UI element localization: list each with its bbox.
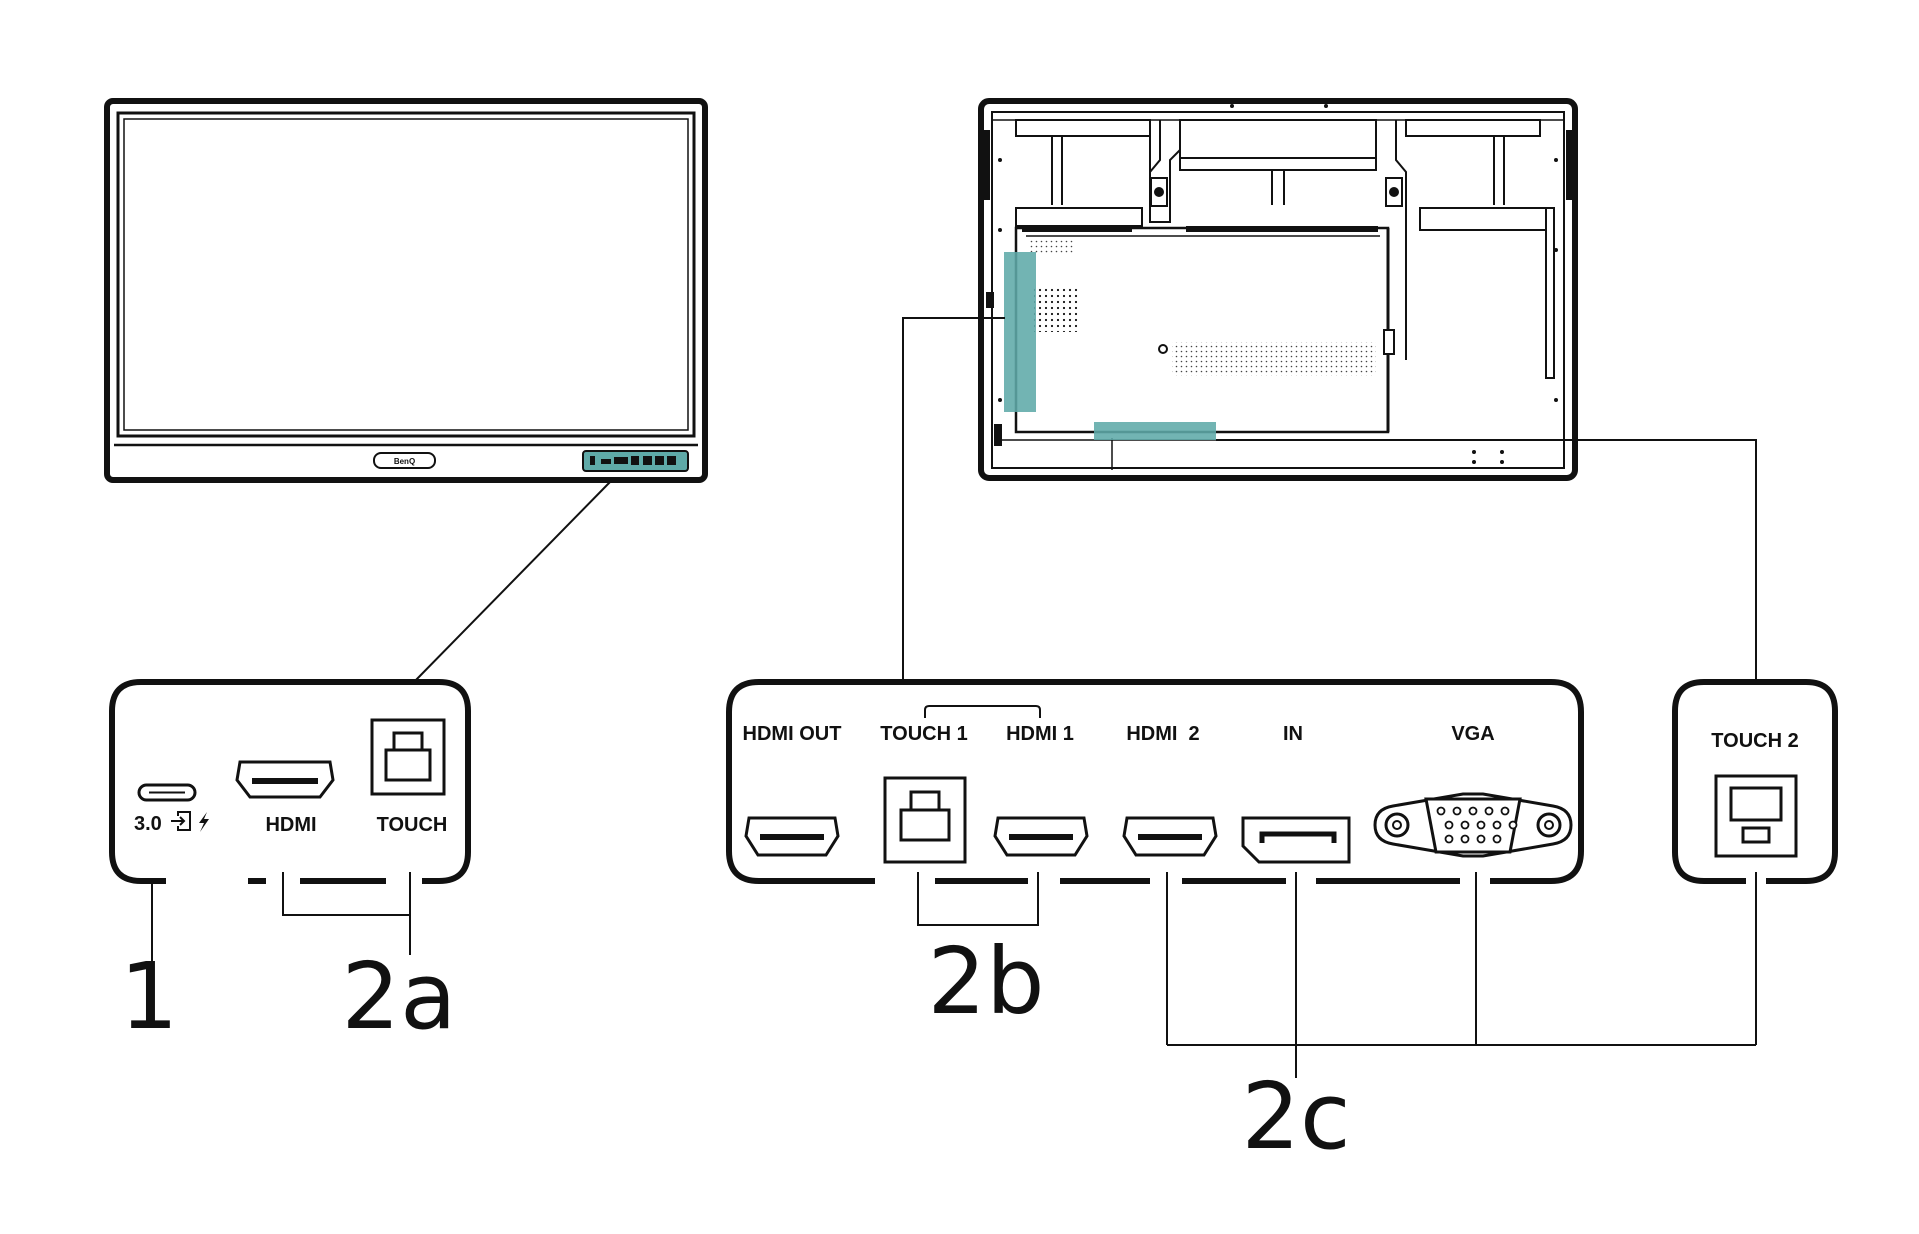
displayport-in-port: [1241, 816, 1351, 864]
callout-2b: 2b: [928, 928, 1045, 1035]
hdmi-out-port: [744, 816, 840, 857]
callout-1: 1: [120, 943, 179, 1050]
usb-c-label: 3.0: [134, 813, 162, 835]
rear-display: [978, 98, 1578, 481]
dp-in-label: IN: [1283, 723, 1303, 745]
touch1-port: [883, 776, 967, 864]
mount-knob-right: [1385, 177, 1403, 207]
callout-2a: 2a: [342, 943, 457, 1050]
usb-c-port: [137, 783, 197, 802]
front-touch-port: [370, 718, 446, 796]
front-ports-highlight: [582, 450, 689, 472]
front-leader-line: [413, 481, 611, 683]
touch2-label: TOUCH 2: [1711, 730, 1798, 752]
front-panel: 3.0 HDMI TOUCH 1 2a: [109, 679, 471, 1050]
side-panel: TOUCH 2: [1672, 679, 1838, 884]
hdmi1-port: [993, 816, 1089, 857]
rear-panel: HDMI OUT TOUCH 1 HDMI 1 HDMI 2 IN VGA: [726, 679, 1584, 1035]
rear-right-leader-line: [1216, 439, 1757, 682]
brand-logo: BenQ: [373, 452, 436, 469]
touch1-label: TOUCH 1: [880, 723, 967, 745]
rear-ports-highlight-left: [1004, 252, 1036, 412]
svg-text:BenQ: BenQ: [394, 457, 415, 466]
front-hdmi-port: [235, 760, 335, 799]
bracket-2c: [1166, 872, 1757, 1078]
rear-ports-highlight-bottom: [1094, 422, 1216, 440]
input-icon: [171, 811, 191, 831]
charging-bolt-icon: [199, 812, 209, 832]
rear-left-leader-line: [902, 317, 1005, 682]
vga-port: [1373, 792, 1573, 858]
hdmi2-port: [1122, 816, 1218, 857]
vga-label: VGA: [1451, 723, 1494, 745]
hdmi1-label: HDMI 1: [1006, 723, 1074, 745]
front-touch-label: TOUCH: [377, 814, 448, 836]
hdmi2-label: HDMI 2: [1126, 723, 1199, 745]
hdmi-out-label: HDMI OUT: [743, 723, 842, 745]
touch1-hdmi1-pair-bracket: [924, 705, 1041, 718]
front-hdmi-label: HDMI: [265, 814, 316, 836]
mount-knob-left: [1150, 177, 1168, 207]
callout-2c: 2c: [1241, 1063, 1350, 1170]
touch2-port: [1714, 774, 1798, 858]
front-display: BenQ: [104, 98, 708, 483]
